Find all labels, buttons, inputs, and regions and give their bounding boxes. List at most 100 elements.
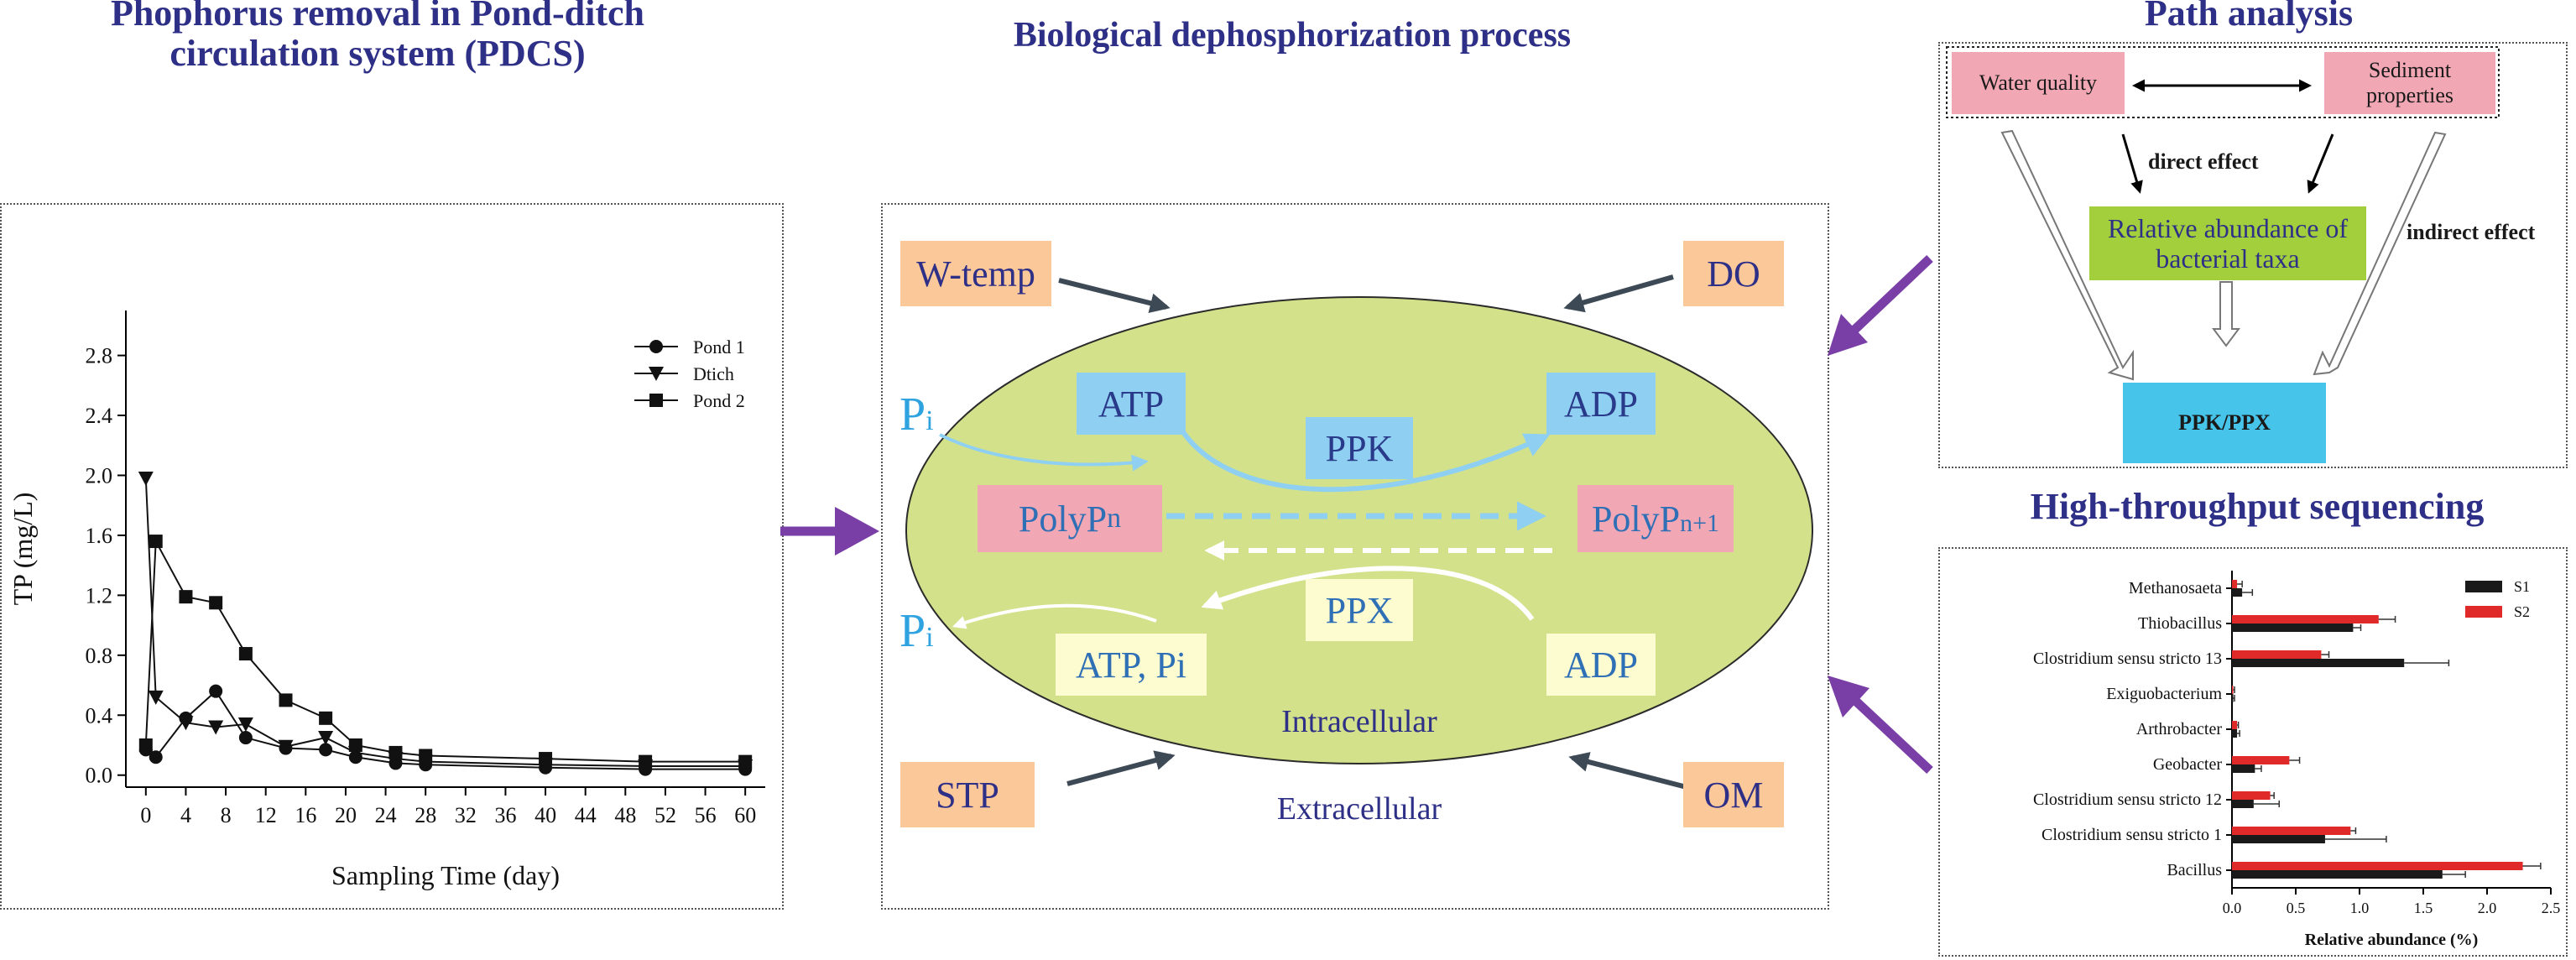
hts-bar-s2 xyxy=(2232,827,2351,835)
hts-bar-s1 xyxy=(2232,835,2325,843)
tp-x-tick-label: 60 xyxy=(734,803,756,827)
arrow-adp-to-atp xyxy=(1201,566,1535,621)
tp-marker-square xyxy=(649,394,663,407)
tp-y-axis-label: TP (mg/L) xyxy=(8,493,38,606)
hts-bar-s2 xyxy=(2232,686,2234,694)
atp-box: ATP xyxy=(1077,373,1186,435)
hts-bar-s2 xyxy=(2232,721,2238,729)
purple-arrow-lower-right xyxy=(1828,676,1933,775)
hts-bar-s2 xyxy=(2232,791,2271,800)
hts-x-tick-label: 0.0 xyxy=(2223,900,2242,916)
left-title-line2: circulation system (PDCS) xyxy=(169,33,586,74)
hts-x-tick-label: 2.5 xyxy=(2542,900,2561,916)
hts-x-tick-label: 0.5 xyxy=(2287,900,2306,916)
tp-series-line xyxy=(144,538,746,763)
tp-y-tick-label: 2.8 xyxy=(86,344,113,368)
hts-category-label: Geobacter xyxy=(2153,755,2223,774)
pi-output-label: Pi xyxy=(900,604,934,658)
w-temp-label: W-temp xyxy=(916,253,1035,295)
arrow-atp-to-pi xyxy=(952,603,1157,629)
stp-label: STP xyxy=(936,774,999,816)
hts-bar-s1 xyxy=(2232,800,2254,808)
adp-bottom-box: ADP xyxy=(1546,634,1656,696)
tp-y-tick-label: 0.8 xyxy=(86,644,113,668)
bacteria-label-line1: Relative abundance of xyxy=(2107,213,2349,243)
tp-marker-square xyxy=(149,535,163,549)
hts-category-label: Clostridium sensu stricto 12 xyxy=(2033,790,2222,809)
tp-y-tick-label: 1.6 xyxy=(86,524,113,548)
tp-marker-square xyxy=(138,738,153,752)
stp-box: STP xyxy=(900,762,1035,827)
tp-y-tick-label: 2.0 xyxy=(86,463,113,488)
arrow-om xyxy=(1568,752,1687,790)
tp-marker-square xyxy=(319,711,333,725)
hts-bar-s2 xyxy=(2232,756,2290,764)
atp-label: ATP xyxy=(1098,383,1165,425)
polyp-n1-base: PolyP xyxy=(1591,498,1681,540)
water-quality-box: Water quality xyxy=(1952,52,2125,114)
tp-marker-circle xyxy=(238,731,253,745)
hts-category-label: Clostridium sensu stricto 13 xyxy=(2033,650,2222,668)
hts-bar-s1 xyxy=(2232,870,2443,879)
do-box: DO xyxy=(1683,241,1784,306)
path-analysis-panel xyxy=(1938,42,2568,468)
tp-marker-square xyxy=(209,596,223,610)
tp-x-tick-label: 44 xyxy=(575,803,597,827)
hts-x-tick-label: 1.0 xyxy=(2350,900,2370,916)
tp-y-tick-label: 1.2 xyxy=(86,583,113,608)
hts-bar-s1 xyxy=(2232,694,2234,702)
hts-bar-s1 xyxy=(2232,588,2243,597)
polyp-n-sub: n xyxy=(1107,503,1122,534)
path-analysis-title: Path analysis xyxy=(2144,0,2354,34)
om-label: OM xyxy=(1703,774,1764,816)
tp-x-tick-label: 8 xyxy=(221,803,232,827)
sediment-label-line1: Sediment xyxy=(2368,58,2452,82)
tp-x-tick-label: 32 xyxy=(455,803,477,827)
path-top-dotted-group xyxy=(1946,46,2500,118)
tp-marker-triangle xyxy=(138,472,154,487)
tp-x-tick-label: 36 xyxy=(494,803,516,827)
bacteria-label-line2: bacterial taxa xyxy=(2156,243,2300,274)
pi-output-sub: i xyxy=(926,622,934,653)
tp-legend-label: Dtich xyxy=(693,363,734,384)
ppk-ppx-label: PPK/PPX xyxy=(2178,410,2271,435)
tp-x-tick-label: 20 xyxy=(335,803,357,827)
polyp-n-base: PolyP xyxy=(1018,498,1108,540)
direct-effect-label: direct effect xyxy=(2148,149,2259,174)
tp-x-tick-label: 48 xyxy=(614,803,636,827)
tp-x-tick-label: 16 xyxy=(295,803,316,827)
tp-x-tick-label: 12 xyxy=(255,803,277,827)
pi-input-label: Pi xyxy=(900,388,934,441)
tp-marker-square xyxy=(348,738,362,752)
adp-top-label: ADP xyxy=(1563,383,1639,425)
arrow-pi-to-ppk xyxy=(939,433,1149,472)
tp-marker-circle xyxy=(209,684,223,698)
hollow-arrow-left-indirect xyxy=(2000,129,2134,381)
indirect-effect-label: indirect effect xyxy=(2407,220,2536,244)
adp-bottom-label: ADP xyxy=(1563,644,1639,686)
purple-arrow-upper-right xyxy=(1828,255,1933,356)
hts-category-label: Bacillus xyxy=(2167,861,2222,879)
hollow-arrow-center xyxy=(2212,281,2240,347)
tp-marker-square xyxy=(738,754,753,769)
tp-marker-square xyxy=(419,749,433,763)
process-panel xyxy=(881,203,1829,910)
tp-x-tick-label: 0 xyxy=(140,803,151,827)
do-label: DO xyxy=(1707,253,1760,295)
hts-panel xyxy=(1938,547,2568,957)
tp-x-tick-label: 28 xyxy=(415,803,436,827)
center-panel-title: Biological dephosphorization process xyxy=(1013,16,1572,55)
atp-pi-box: ATP, Pi xyxy=(1056,634,1207,696)
hts-category-label: Exiguobacterium xyxy=(2106,685,2222,703)
tp-marker-triangle xyxy=(208,720,224,735)
hollow-arrow-right-indirect xyxy=(2313,131,2447,376)
hts-category-label: Thiobacillus xyxy=(2138,614,2222,633)
tp-marker-square xyxy=(639,754,653,769)
bacteria-abundance-box: Relative abundance of bacterial taxa xyxy=(2089,206,2366,280)
hts-legend-swatch xyxy=(2465,606,2502,618)
extracellular-label: Extracellular xyxy=(1276,791,1442,827)
tp-x-tick-label: 24 xyxy=(375,803,397,827)
ppx-label: PPX xyxy=(1325,589,1394,631)
hts-legend-swatch xyxy=(2465,581,2502,592)
